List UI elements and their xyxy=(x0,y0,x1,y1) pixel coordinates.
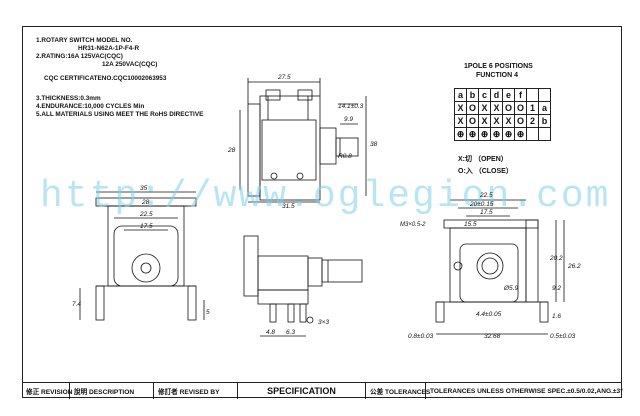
cell: b xyxy=(538,114,551,128)
side-view-top xyxy=(247,89,359,201)
watermark: http://www.oglegion.com xyxy=(40,175,611,218)
dim-right-262: 26.2 xyxy=(567,263,581,270)
note-model-number: HR31-N62A-1P-F4-R xyxy=(78,45,140,52)
dim-r08: R0.8 xyxy=(338,153,352,160)
position-header-row: a b c d e f xyxy=(454,88,551,102)
front-view-right xyxy=(435,199,565,335)
dim-bottom-315: 31.5 xyxy=(282,203,295,210)
dim-left-28: 28 xyxy=(141,199,150,206)
drawing-frame xyxy=(22,26,622,398)
footer-description: 說明 DESCRIPTION xyxy=(70,383,154,399)
dim-left-175: 17.5 xyxy=(140,223,153,230)
dim-right-225: 22.5 xyxy=(479,192,493,199)
dim-right-92: 9.2 xyxy=(552,285,561,292)
note-rating-2: 12A 250VAC(CQC) xyxy=(102,61,158,68)
note-rating-1: 2.RATING:16A 125VAC(CQC) xyxy=(36,53,123,60)
position-row-3: ⊕ ⊕ ⊕ ⊕ ⊕ ⊕ xyxy=(454,127,551,141)
note-model-heading: 1.ROTARY SWITCH MODEL NO. xyxy=(36,37,133,44)
footer-specification: SPECIFICATION xyxy=(238,383,366,399)
position-row-2: X O X X X O 2 b xyxy=(454,114,551,128)
dim-right-202: 20.2 xyxy=(549,255,563,262)
dim-right-44: 4.4±0.05 xyxy=(476,311,502,318)
dim-top-width: 27.5 xyxy=(277,74,291,81)
note-thickness: 3.THICKNESS:0.3mm xyxy=(36,95,101,102)
front-view-left xyxy=(79,191,205,321)
dim-right-20: 20±0.15 xyxy=(469,201,494,208)
footer-tolerance-text: TOLERANCES UNLESS OTHERWISE SPEC.±0.5/0.… xyxy=(430,387,623,395)
dim-mid-63: 6.3 xyxy=(286,329,295,336)
title-block: 修正 REVISION 說明 DESCRIPTION 修訂者 REVISED B… xyxy=(22,382,623,399)
dim-right-155: 15.5 xyxy=(464,221,477,228)
dim-left-225: 22.5 xyxy=(139,211,153,218)
dim-right-05: 0.5±0.03 xyxy=(550,333,576,340)
dim-right-3268: 32.68 xyxy=(484,333,501,340)
dim-right-m3: M3×0.5-2 xyxy=(400,222,426,228)
positions-function: FUNCTION 4 xyxy=(476,72,518,79)
dim-right-59: Ø5.9 xyxy=(503,285,518,292)
cell xyxy=(538,127,551,141)
legend-close: O:入 （CLOSE） xyxy=(458,168,513,175)
dim-right-08: 0.8±0.03 xyxy=(408,333,434,340)
dim-right-175: 17.5 xyxy=(480,209,493,216)
legend-open: X:切 （OPEN） xyxy=(458,156,508,163)
note-endurance: 4.ENDURANCE:10,000 CYCLES Min xyxy=(36,103,145,110)
dim-shaft-height: 14.1±0.3 xyxy=(338,103,364,110)
dim-left-74: 7.4 xyxy=(72,301,81,308)
dim-left-5: 5 xyxy=(206,309,210,316)
dim-shaft-width: 9.9 xyxy=(344,116,353,123)
footer-revision: 修正 REVISION xyxy=(22,383,73,399)
dim-right-16: 1.6 xyxy=(552,313,561,320)
note-cqc-certificate: CQC CERTIFICATENO.CQC10002063953 xyxy=(44,75,167,82)
note-rohs: 5.ALL MATERIALS USING MEET THE RoHS DIRE… xyxy=(36,111,204,118)
position-table: a b c d e f X O X X O O 1 a X O X X X O … xyxy=(454,88,551,141)
dim-height-38: 38 xyxy=(370,141,378,148)
dim-left-35: 35 xyxy=(140,185,148,192)
footer-revised-by: 修訂者 REVISED BY xyxy=(154,383,238,399)
footer-tolerances: 公差 TOLERANCES xyxy=(366,383,430,399)
dim-mid-48: 4.8 xyxy=(266,329,275,336)
dim-height-28: 28 xyxy=(227,147,236,154)
positions-title: 1POLE 6 POSITIONS xyxy=(464,63,533,70)
side-view-middle xyxy=(243,235,363,337)
dim-mid-3x3: 3×3 xyxy=(318,319,329,326)
